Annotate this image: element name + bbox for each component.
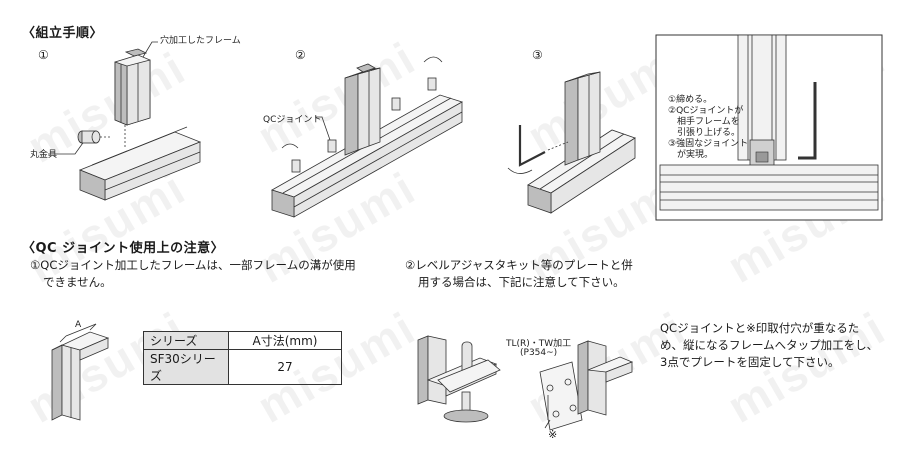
detail-notes: ①締める。 ②QCジョイントが 相手フレームを 引張り上げる。 ③強固なジョイン… [668, 95, 748, 161]
detail-note-2-cont2: 引張り上げる。 [677, 128, 741, 138]
note2-line2: 用する場合は、下記に注意して下さい。 [418, 275, 625, 289]
precaution-note-2: ②レベルアジャスタキット等のプレートと併 用する場合は、下記に注意して下さい。 [405, 257, 633, 291]
note3-line3: 3点でプレートを固定して下さい。 [660, 355, 840, 369]
detail-note-2: ②QCジョイントが [668, 106, 744, 116]
cell-series: SF30シリーズ [143, 349, 229, 385]
round-tool-label: 丸金具 [30, 150, 58, 160]
header-series: シリーズ [143, 331, 229, 350]
asterisk-mark: ※ [548, 428, 558, 441]
series-dimension-table: シリーズ A寸法(mm) SF30シリーズ 27 [143, 331, 342, 385]
note2-line1: ②レベルアジャスタキット等のプレートと併 [405, 258, 633, 272]
precaution-note-3: QCジョイントと※印取付穴が重なるた め、縦になるフレームへタップ加工をし、 3… [660, 320, 878, 371]
step-number-3: ③ [532, 48, 543, 62]
detail-note-3-cont: が実現。 [677, 150, 714, 160]
note3-line2: め、縦になるフレームへタップ加工をし、 [660, 338, 879, 352]
note3-line1: QCジョイントと※印取付穴が重なるた [660, 321, 860, 335]
precaution-note-1: ①QCジョイント加工したフレームは、一部フレームの溝が使用 できません。 [30, 257, 356, 291]
cell-a-dimension: 27 [228, 349, 342, 385]
note1-line1: ①QCジョイント加工したフレームは、一部フレームの溝が使用 [30, 258, 356, 272]
plate-type-label: TL(R)・TW加工 [506, 339, 572, 349]
qc-joint-label: QCジョイント [263, 115, 322, 125]
note1-line2: できません。 [43, 275, 112, 289]
step-number-1: ① [38, 48, 49, 62]
dimension-a-label: A [75, 320, 82, 330]
table-header-row: シリーズ A寸法(mm) [143, 331, 342, 350]
detail-note-1: ①締める。 [668, 95, 713, 105]
drilled-frame-label: 穴加工したフレーム [160, 36, 241, 46]
plate-reference-label: (P354~) [520, 348, 558, 358]
assembly-title: 〈組立手順〉 [22, 26, 104, 41]
table-row: SF30シリーズ 27 [143, 349, 342, 385]
detail-note-2-cont: 相手フレームを [677, 117, 740, 127]
detail-note-3: ③強固なジョイント [668, 139, 749, 149]
precautions-title: 〈QC ジョイント使用上の注意〉 [22, 241, 225, 256]
step-number-2: ② [295, 48, 306, 62]
